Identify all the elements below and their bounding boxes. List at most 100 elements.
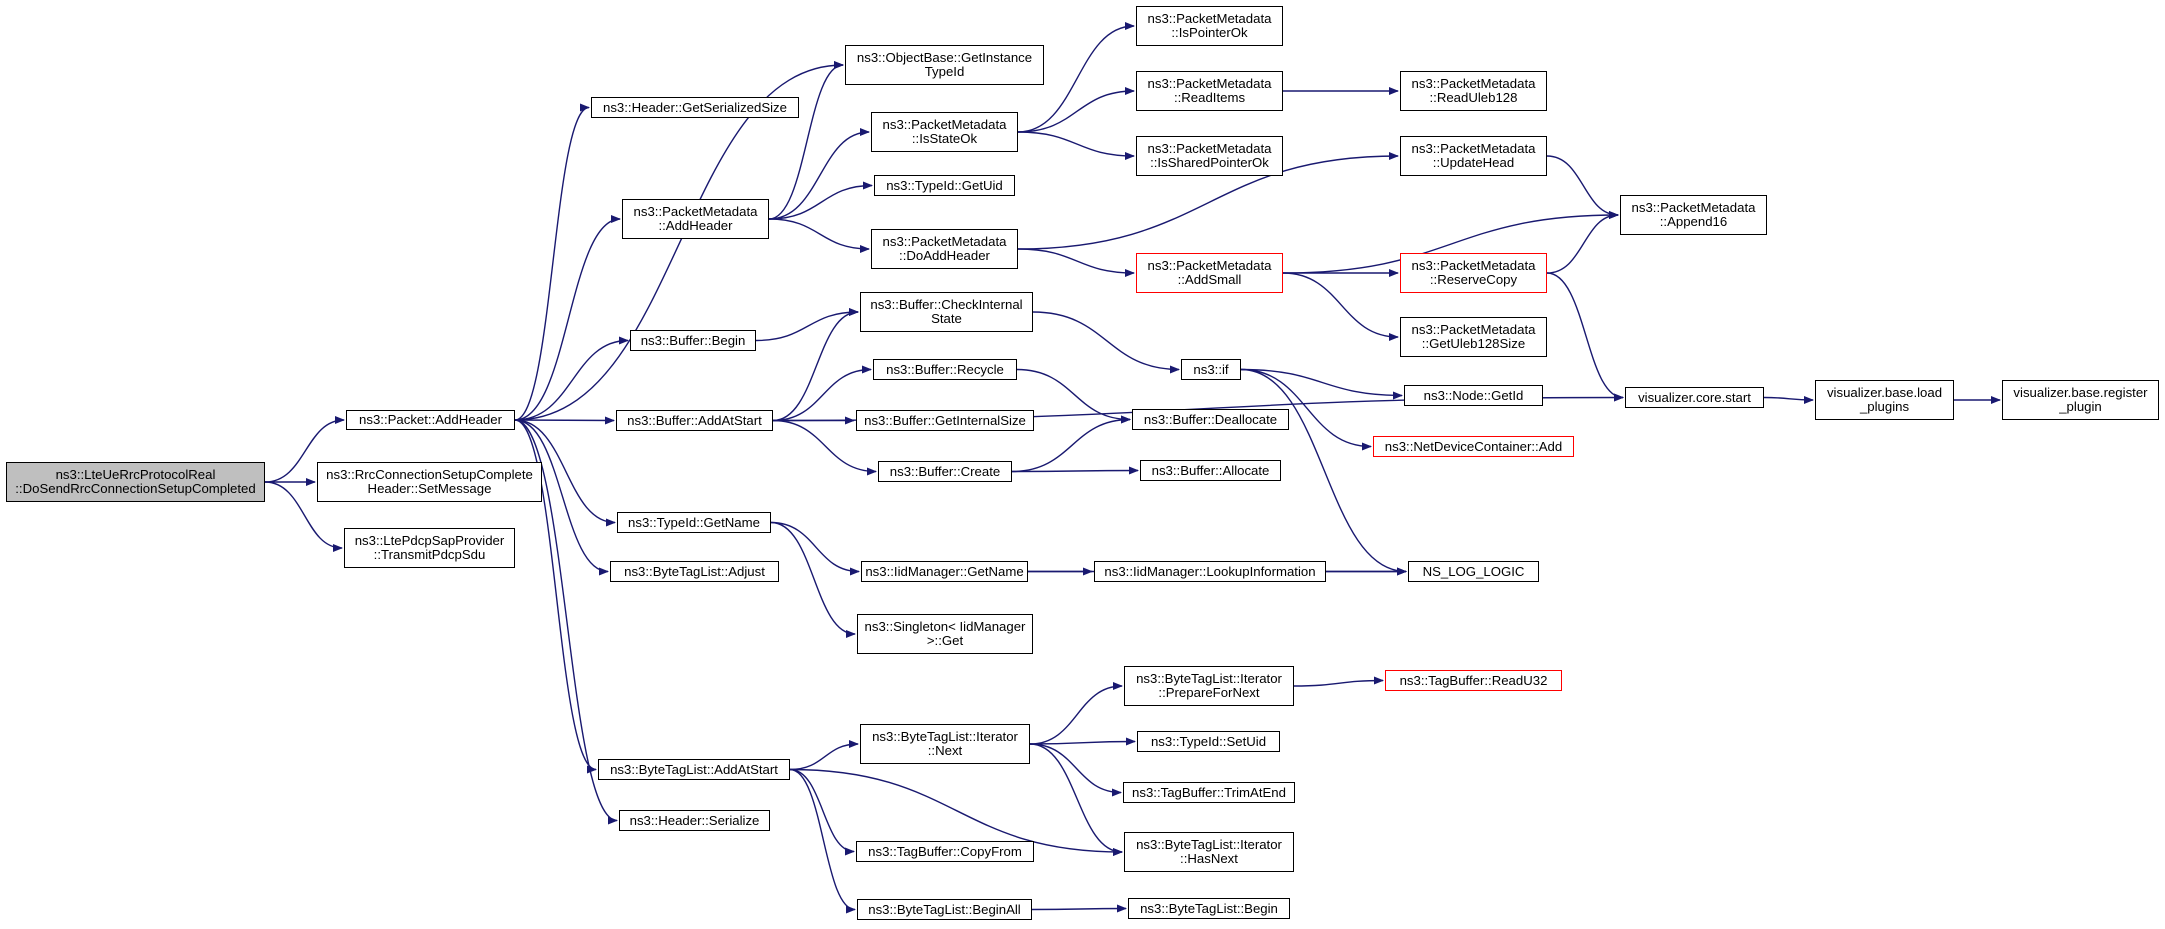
edge-pkt-addheader-to-buf-begin: [514, 336, 629, 421]
node-hdr-getsize[interactable]: ns3::Header::GetSerializedSize: [591, 97, 799, 118]
node-viz-register[interactable]: visualizer.base.register _plugin: [2002, 380, 2159, 420]
node-iid-getname[interactable]: ns3::IidManager::GetName: [861, 561, 1028, 582]
edge-pkt-addheader-to-ob-getinst: [514, 61, 844, 421]
node-btl-beginall[interactable]: ns3::ByteTagList::BeginAll: [857, 899, 1032, 920]
edge-typeid-getname-to-singleton-get: [770, 521, 856, 638]
node-pm-reservecopy[interactable]: ns3::PacketMetadata ::ReserveCopy: [1400, 253, 1547, 293]
edge-btl-addatstart-to-btl-beginall: [789, 768, 856, 914]
node-buf-checkint[interactable]: ns3::Buffer::CheckInternal State: [860, 292, 1033, 332]
node-label: ns3::TypeId::GetUid: [886, 177, 1003, 193]
node-label: ns3::ByteTagList::Iterator ::Next: [872, 729, 1018, 758]
node-ns-log-logic[interactable]: NS_LOG_LOGIC: [1408, 561, 1539, 582]
node-label: ns3::Buffer::Allocate: [1151, 462, 1270, 478]
node-label: ns3::TagBuffer::ReadU32: [1399, 672, 1548, 688]
node-pm-doaddheader[interactable]: ns3::PacketMetadata ::DoAddHeader: [871, 229, 1018, 269]
edge-pm-doaddheader-to-pm-updatehead: [1017, 152, 1399, 250]
node-label: ns3::ByteTagList::Iterator ::PrepareForN…: [1136, 671, 1282, 700]
node-ndc-add[interactable]: ns3::NetDeviceContainer::Add: [1373, 436, 1574, 457]
node-tb-copyfrom[interactable]: ns3::TagBuffer::CopyFrom: [856, 841, 1034, 862]
node-pm-readuleb[interactable]: ns3::PacketMetadata ::ReadUleb128: [1400, 71, 1547, 111]
node-pm-readitems[interactable]: ns3::PacketMetadata ::ReadItems: [1136, 71, 1283, 111]
node-btl-addatstart[interactable]: ns3::ByteTagList::AddAtStart: [598, 759, 790, 780]
node-btl-it-next[interactable]: ns3::ByteTagList::Iterator ::Next: [860, 724, 1030, 764]
edge-pm-addheader-to-ob-getinst: [768, 61, 844, 220]
node-pm-addheader[interactable]: ns3::PacketMetadata ::AddHeader: [622, 199, 769, 239]
node-pm-append16[interactable]: ns3::PacketMetadata ::Append16: [1620, 195, 1767, 235]
node-label: ns3::TagBuffer::TrimAtEnd: [1132, 784, 1286, 800]
node-typeid-setuid[interactable]: ns3::TypeId::SetUid: [1137, 731, 1280, 752]
edge-typeid-getname-to-iid-getname: [770, 521, 860, 576]
node-node-getid[interactable]: ns3::Node::GetId: [1404, 385, 1543, 406]
node-label: ns3::Node::GetId: [1423, 387, 1524, 403]
node-pm-isstateok[interactable]: ns3::PacketMetadata ::IsStateOk: [871, 112, 1018, 152]
node-label: ns3::Buffer::Create: [889, 463, 1001, 479]
node-label: ns3::TypeId::GetName: [628, 514, 760, 530]
node-buf-addatstart[interactable]: ns3::Buffer::AddAtStart: [616, 410, 773, 431]
node-label: ns3::PacketMetadata ::IsSharedPointerOk: [1147, 141, 1272, 170]
node-label: ns3::PacketMetadata ::ReserveCopy: [1411, 258, 1536, 287]
node-label: ns3::Buffer::GetInternalSize: [864, 412, 1026, 428]
node-viz-load[interactable]: visualizer.base.load _plugins: [1815, 380, 1954, 420]
node-pm-addsmall[interactable]: ns3::PacketMetadata ::AddSmall: [1136, 253, 1283, 293]
node-label: ns3::PacketMetadata ::ReadItems: [1147, 76, 1272, 105]
node-label: ns3::if: [1193, 361, 1229, 377]
node-pm-ispointerok[interactable]: ns3::PacketMetadata ::IsPointerOk: [1136, 6, 1283, 46]
node-typeid-getuid[interactable]: ns3::TypeId::GetUid: [874, 175, 1015, 196]
node-lte-transmit[interactable]: ns3::LtePdcpSapProvider ::TransmitPdcpSd…: [344, 528, 515, 568]
node-label: ns3::PacketMetadata ::AddHeader: [633, 204, 758, 233]
node-hdr-serialize[interactable]: ns3::Header::Serialize: [619, 810, 770, 831]
node-buf-alloc[interactable]: ns3::Buffer::Allocate: [1140, 460, 1281, 481]
edge-buf-addatstart-to-buf-recycle: [772, 365, 872, 422]
node-pm-getulebsize[interactable]: ns3::PacketMetadata ::GetUleb128Size: [1400, 317, 1547, 357]
node-buf-dealloc[interactable]: ns3::Buffer::Deallocate: [1132, 409, 1289, 430]
edge-pm-isstateok-to-pm-ispointerok: [1017, 22, 1135, 133]
node-label: ns3::Buffer::Begin: [640, 332, 746, 348]
node-label: ns3::IidManager::GetName: [865, 563, 1024, 579]
node-label: ns3::PacketMetadata ::GetUleb128Size: [1411, 322, 1536, 351]
node-pm-issharedptr[interactable]: ns3::PacketMetadata ::IsSharedPointerOk: [1136, 136, 1283, 176]
node-tb-trimatend[interactable]: ns3::TagBuffer::TrimAtEnd: [1123, 782, 1295, 803]
node-label: ns3::IidManager::LookupInformation: [1104, 563, 1316, 579]
node-buf-recycle[interactable]: ns3::Buffer::Recycle: [873, 359, 1017, 380]
node-label: ns3::PacketMetadata ::ReadUleb128: [1411, 76, 1536, 105]
node-label: ns3::Singleton< IidManager >::Get: [864, 619, 1026, 648]
node-label: ns3::TagBuffer::CopyFrom: [868, 843, 1022, 859]
node-btl-adjust[interactable]: ns3::ByteTagList::Adjust: [610, 561, 779, 582]
node-label: ns3::Buffer::AddAtStart: [627, 412, 762, 428]
node-label: ns3::TypeId::SetUid: [1150, 733, 1267, 749]
node-label: ns3::PacketMetadata ::IsPointerOk: [1147, 11, 1272, 40]
node-typeid-getname[interactable]: ns3::TypeId::GetName: [617, 512, 771, 533]
edge-buf-create-to-buf-dealloc: [1011, 415, 1131, 473]
edge-pkt-addheader-to-typeid-getname: [514, 419, 616, 527]
node-btl-begin[interactable]: ns3::ByteTagList::Begin: [1128, 898, 1290, 919]
node-viz-start[interactable]: visualizer.core.start: [1625, 387, 1764, 408]
node-tb-readu32[interactable]: ns3::TagBuffer::ReadU32: [1385, 670, 1562, 691]
edge-buf-addatstart-to-buf-checkint: [772, 308, 859, 422]
node-root: ns3::LteUeRrcProtocolReal ::DoSendRrcCon…: [6, 462, 265, 502]
edge-root-to-pkt-addheader: [264, 416, 345, 483]
node-buf-getintsize[interactable]: ns3::Buffer::GetInternalSize: [856, 410, 1034, 431]
node-label: ns3::PacketMetadata ::UpdateHead: [1411, 141, 1536, 170]
edge-pkt-addheader-to-btl-addatstart: [514, 419, 597, 774]
node-buf-begin[interactable]: ns3::Buffer::Begin: [630, 330, 756, 351]
edge-ns3-if-to-ndc-add: [1240, 368, 1372, 451]
edge-pm-addheader-to-pm-isstateok: [768, 128, 870, 220]
edge-pm-reservecopy-to-pm-append16: [1546, 211, 1619, 274]
node-buf-create[interactable]: ns3::Buffer::Create: [878, 461, 1012, 482]
node-ob-getinst[interactable]: ns3::ObjectBase::GetInstance TypeId: [845, 45, 1044, 85]
node-label: ns3::RrcConnectionSetupComplete Header::…: [326, 467, 533, 496]
node-pm-updatehead[interactable]: ns3::PacketMetadata ::UpdateHead: [1400, 136, 1547, 176]
node-btl-it-prep[interactable]: ns3::ByteTagList::Iterator ::PrepareForN…: [1124, 666, 1294, 706]
edge-btl-addatstart-to-btl-it-hasnext: [789, 768, 1123, 856]
edge-ns3-if-to-node-getid: [1240, 368, 1403, 400]
node-pkt-addheader[interactable]: ns3::Packet::AddHeader: [346, 410, 515, 430]
edge-viz-start-to-viz-load: [1763, 395, 1814, 404]
node-singleton-get[interactable]: ns3::Singleton< IidManager >::Get: [857, 614, 1033, 654]
node-label: ns3::PacketMetadata ::DoAddHeader: [882, 234, 1007, 263]
node-label: ns3::PacketMetadata ::Append16: [1631, 200, 1756, 229]
node-btl-it-hasnext[interactable]: ns3::ByteTagList::Iterator ::HasNext: [1124, 832, 1294, 872]
node-iid-lookup[interactable]: ns3::IidManager::LookupInformation: [1094, 561, 1326, 582]
node-rrc-setmsg[interactable]: ns3::RrcConnectionSetupComplete Header::…: [317, 462, 542, 502]
node-ns3-if[interactable]: ns3::if: [1181, 359, 1241, 380]
edge-pm-reservecopy-to-viz-start: [1546, 272, 1624, 402]
